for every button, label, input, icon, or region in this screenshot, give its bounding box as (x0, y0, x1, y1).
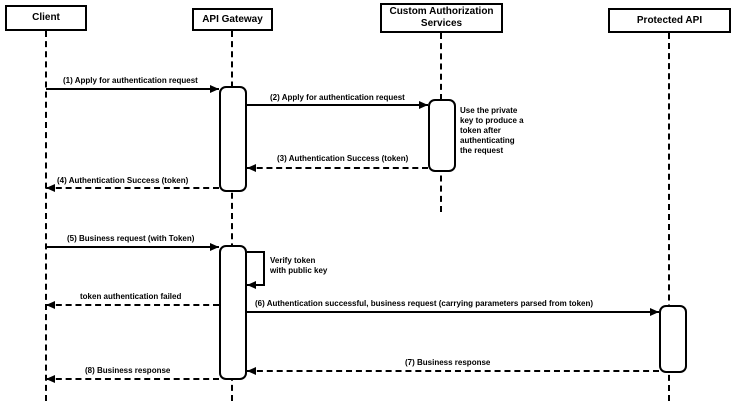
arrowhead-icon-msg-8 (46, 375, 55, 383)
activation-bar-api-gateway-auth (219, 86, 247, 192)
message-line-msg-3 (247, 167, 428, 169)
activation-bar-custom-authorization (428, 99, 456, 172)
self-message-loop-verify-token (247, 251, 265, 286)
actor-box-client: Client (5, 5, 87, 31)
message-label-msg-3: (3) Authentication Success (token) (277, 154, 409, 163)
message-label-msg-token-failed: token authentication failed (80, 292, 182, 301)
arrowhead-icon-msg-6 (650, 308, 659, 316)
message-label-msg-5: (5) Business request (with Token) (67, 234, 195, 243)
message-label-msg-7: (7) Business response (405, 358, 491, 367)
arrowhead-icon-msg-2 (419, 101, 428, 109)
message-line-msg-7 (247, 370, 659, 372)
message-label-msg-2: (2) Apply for authentication request (270, 93, 405, 102)
arrowhead-icon-msg-7 (247, 367, 256, 375)
activation-bar-protected-api (659, 305, 687, 373)
message-line-msg-6 (247, 311, 659, 313)
arrowhead-icon-msg-1 (210, 85, 219, 93)
message-line-msg-4 (46, 187, 219, 189)
message-line-msg-1 (46, 88, 219, 90)
message-label-msg-4: (4) Authentication Success (token) (57, 176, 189, 185)
note-private-key-note: Use the private key to produce a token a… (460, 106, 524, 155)
arrowhead-icon-msg-4 (46, 184, 55, 192)
message-label-msg-1: (1) Apply for authentication request (63, 76, 198, 85)
message-label-msg-6: (6) Authentication successful, business … (255, 299, 594, 308)
actor-box-custom-authorization-services: Custom Authorization Services (380, 3, 503, 33)
activation-bar-api-gateway-business (219, 245, 247, 380)
arrowhead-icon-msg-3 (247, 164, 256, 172)
message-label-msg-8: (8) Business response (85, 366, 171, 375)
lifeline-protected-api (668, 33, 670, 401)
arrowhead-icon-msg-5 (210, 243, 219, 251)
lifeline-client (45, 31, 47, 401)
lifeline-api-gateway (231, 31, 233, 401)
actor-box-protected-api: Protected API (608, 8, 731, 33)
actor-box-api-gateway: API Gateway (192, 8, 273, 31)
arrowhead-icon-verify-token (247, 281, 256, 289)
message-line-msg-token-failed (46, 304, 219, 306)
message-line-msg-5 (46, 246, 219, 248)
message-line-msg-8 (46, 378, 219, 380)
message-line-msg-2 (247, 104, 428, 106)
self-message-label-verify-token: Verify token with public key (270, 256, 328, 275)
arrowhead-icon-msg-token-failed (46, 301, 55, 309)
